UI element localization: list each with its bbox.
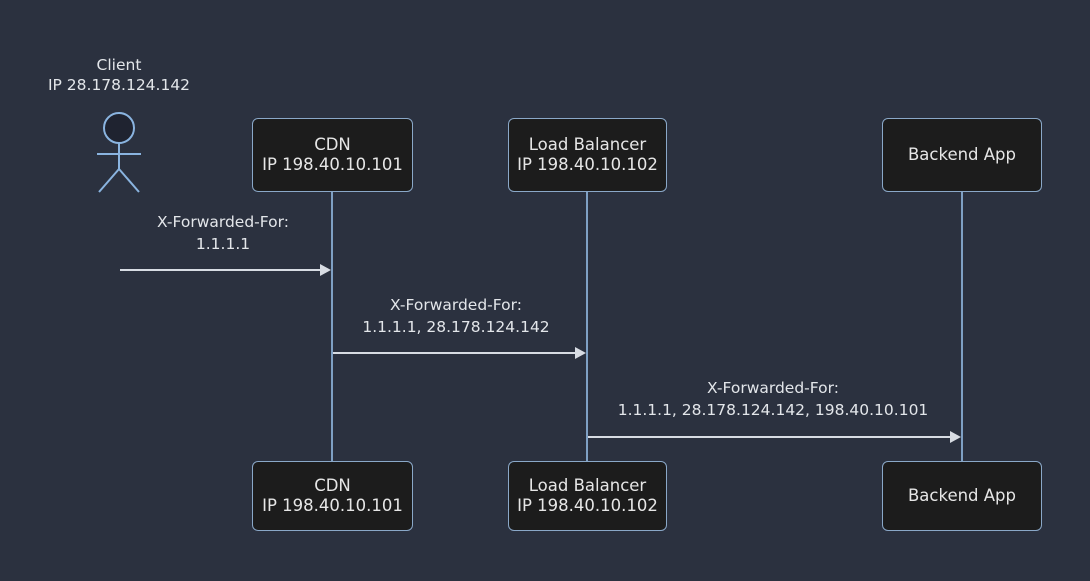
client-actor-icon (97, 112, 141, 193)
message-label-3: X-Forwarded-For: 1.1.1.1, 28.178.124.142… (618, 377, 929, 421)
participant-ip-lb-top: IP 198.40.10.102 (517, 155, 658, 174)
participant-name-cdn-top: CDN (314, 135, 351, 154)
message-arrow-line-2 (333, 352, 577, 354)
message-label-2: X-Forwarded-For: 1.1.1.1, 28.178.124.142 (362, 294, 549, 338)
lifeline-load-balancer (586, 191, 588, 462)
participant-name-backend-top: Backend App (907, 145, 1017, 164)
message-2-value: 1.1.1.1, 28.178.124.142 (362, 318, 550, 336)
lifeline-backend-app (961, 191, 963, 462)
message-label-1: X-Forwarded-For: 1.1.1.1 (157, 211, 289, 255)
participant-ip-lb-bottom: IP 198.40.10.102 (517, 496, 658, 515)
participant-ip-cdn-top: IP 198.40.10.101 (262, 155, 403, 174)
participant-box-backend-app-top[interactable]: Backend App (882, 118, 1042, 192)
message-arrow-head-1 (320, 264, 331, 276)
message-3-value: 1.1.1.1, 28.178.124.142, 198.40.10.101 (617, 401, 929, 419)
message-arrow-head-3 (950, 431, 961, 443)
message-3-header: X-Forwarded-For: (707, 379, 839, 397)
message-1-header: X-Forwarded-For: (157, 213, 289, 231)
message-arrow-line-3 (588, 436, 952, 438)
client-label: Client IP 28.178.124.142 (48, 55, 190, 95)
message-2-header: X-Forwarded-For: (390, 296, 522, 314)
participant-name-cdn-bottom: CDN (314, 476, 351, 495)
client-ip: IP 28.178.124.142 (47, 76, 191, 94)
participant-box-load-balancer-top[interactable]: Load Balancer IP 198.40.10.102 (508, 118, 667, 192)
participant-box-cdn-bottom[interactable]: CDN IP 198.40.10.101 (252, 461, 413, 531)
participant-name-lb-top: Load Balancer (528, 135, 647, 154)
participant-box-backend-app-bottom[interactable]: Backend App (882, 461, 1042, 531)
message-1-value: 1.1.1.1 (195, 235, 251, 253)
participant-name-backend-bottom: Backend App (907, 486, 1017, 505)
client-name: Client (96, 56, 142, 74)
lifeline-cdn (331, 191, 333, 462)
participant-box-cdn-top[interactable]: CDN IP 198.40.10.101 (252, 118, 413, 192)
participant-name-lb-bottom: Load Balancer (528, 476, 647, 495)
message-arrow-head-2 (575, 347, 586, 359)
participant-ip-cdn-bottom: IP 198.40.10.101 (262, 496, 403, 515)
participant-box-load-balancer-bottom[interactable]: Load Balancer IP 198.40.10.102 (508, 461, 667, 531)
message-arrow-line-1 (120, 269, 322, 271)
